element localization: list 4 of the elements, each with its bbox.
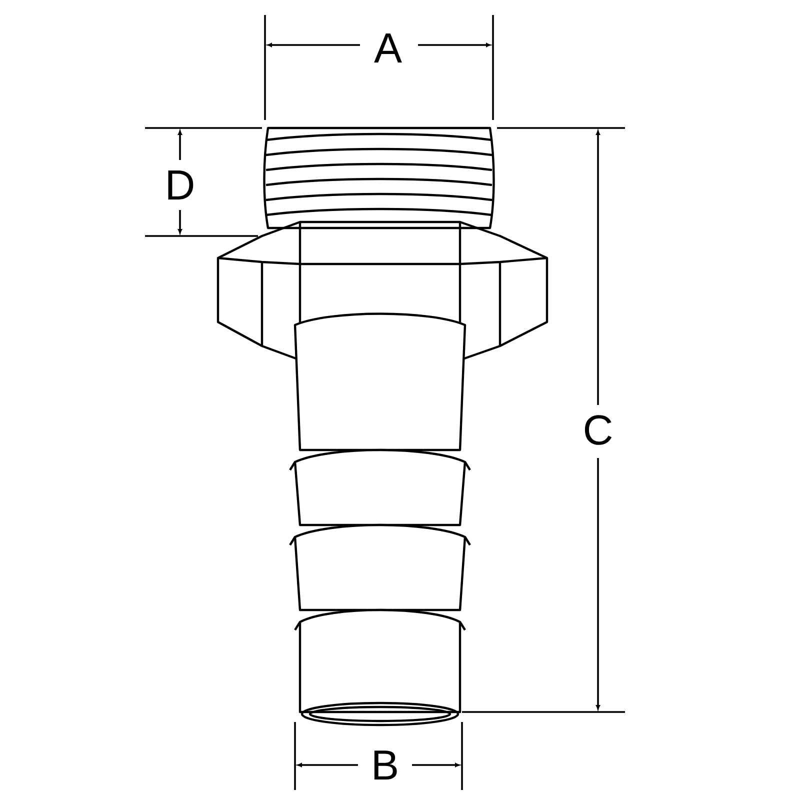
dimension-label: C bbox=[584, 415, 612, 445]
dimension-label: D bbox=[168, 170, 194, 200]
dimension-label: B bbox=[374, 750, 397, 780]
dimension-label: A bbox=[374, 34, 402, 62]
